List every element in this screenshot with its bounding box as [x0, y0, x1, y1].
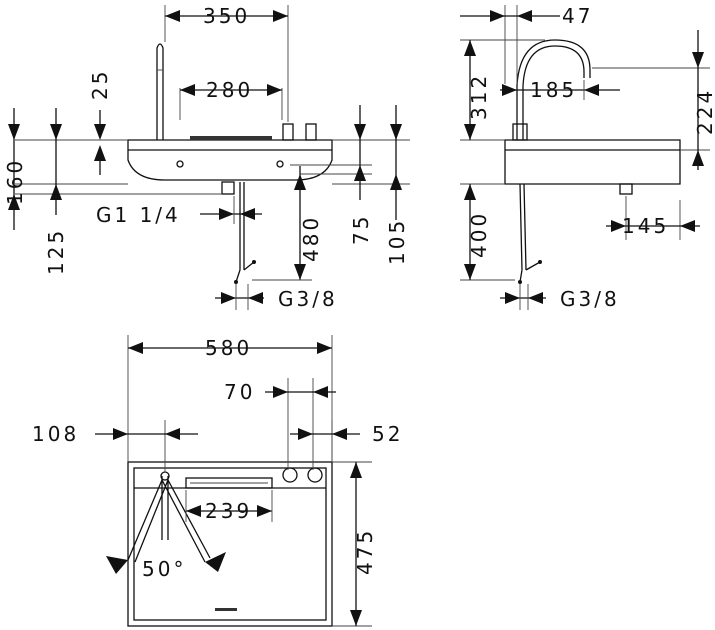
- front-handle-2: [305, 123, 317, 141]
- front-handle-1: [282, 123, 294, 141]
- dim-160: 160: [3, 158, 27, 205]
- dim-52: 52: [372, 422, 403, 446]
- dim-105: 105: [385, 218, 409, 265]
- dim-g3-8-side: G3/8: [560, 287, 620, 311]
- front-overflow-left: [176, 160, 184, 168]
- dim-185: 185: [530, 78, 577, 102]
- side-basin-outline: [504, 139, 681, 185]
- top-basin-outline: [127, 461, 333, 627]
- dim-25: 25: [88, 69, 112, 100]
- dim-108: 108: [32, 422, 79, 446]
- dim-125: 125: [44, 228, 68, 275]
- dim-70: 70: [224, 380, 255, 404]
- front-view: 350 280 25 160 125 G1 1/4 G3/8: [3, 4, 410, 311]
- dim-50-deg: 50°: [142, 557, 186, 581]
- dim-224: 224: [693, 88, 715, 135]
- dim-400: 400: [467, 211, 491, 258]
- dim-580: 580: [205, 336, 252, 360]
- side-view: 47 312 185 224 400 145 G3/8: [460, 4, 715, 311]
- top-trough: [185, 477, 273, 489]
- dim-350: 350: [203, 4, 250, 28]
- top-handle-2: [307, 467, 323, 483]
- side-spout: [516, 39, 591, 140]
- dim-475: 475: [353, 528, 377, 575]
- top-view: 580 70 108 52 239 475 50°: [32, 335, 403, 627]
- dim-g3-8-front: G3/8: [278, 287, 338, 311]
- dim-75: 75: [349, 214, 373, 245]
- dim-239: 239: [205, 499, 252, 523]
- front-spout: [156, 43, 164, 140]
- dim-312: 312: [467, 73, 491, 120]
- dim-g1-1-4: G1 1/4: [96, 203, 181, 227]
- top-handle-1: [282, 467, 298, 483]
- front-trough: [190, 136, 272, 140]
- dim-145: 145: [622, 214, 669, 238]
- dim-280: 280: [206, 78, 253, 102]
- dim-480: 480: [299, 215, 323, 262]
- dim-47: 47: [562, 4, 593, 28]
- front-overflow-right: [276, 160, 284, 168]
